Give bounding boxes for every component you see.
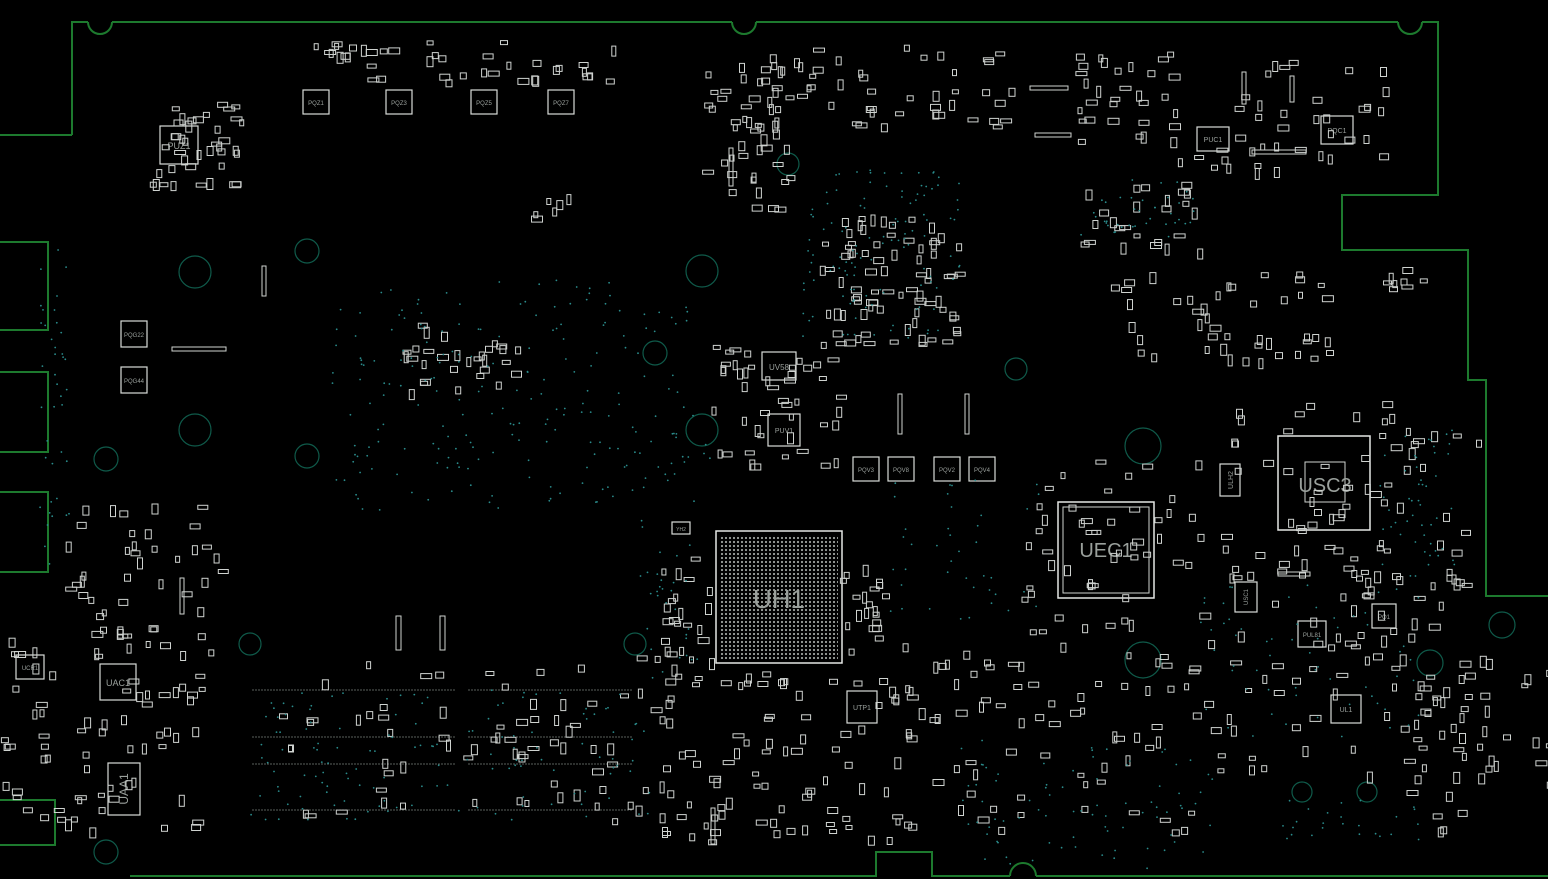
label-pqc1: PQC1 [1327, 128, 1346, 135]
label-puc1: PUC1 [1204, 137, 1223, 144]
label-pqg22: PQG22 [124, 333, 145, 339]
label-utp1: UTP1 [853, 705, 871, 712]
chip-puv1[interactable]: PUV1 [767, 413, 801, 447]
chip-pqz7[interactable]: PQZ7 [547, 89, 575, 115]
chip-usc3[interactable]: USC3 [1277, 435, 1371, 531]
chip-uh1[interactable]: UH1 [715, 530, 843, 664]
label-puz1: PUZ1 [167, 141, 190, 151]
chip-pqv8[interactable]: PQV8 [887, 456, 915, 482]
label-pqv8: PQV8 [893, 468, 910, 474]
label-pqg44: PQG44 [124, 379, 145, 385]
dimm-trace-bands [252, 615, 632, 811]
label-pqz1: PQZ1 [308, 101, 324, 107]
mounting-holes [93, 152, 1516, 865]
chip-utp1[interactable]: UTP1 [846, 690, 878, 724]
board-notch-3 [1397, 21, 1423, 35]
chip-pqg22[interactable]: PQG22 [120, 320, 148, 348]
chip-pqc1[interactable]: PQC1 [1320, 115, 1354, 145]
chip-ucr1[interactable]: UCR1 [15, 654, 45, 680]
chip-pqg44[interactable]: PQG44 [120, 366, 148, 394]
label-pqz7: PQZ7 [553, 101, 569, 107]
label-usc1: USC1 [1244, 588, 1250, 605]
chip-pul81[interactable]: PUL81 [1297, 620, 1327, 648]
chip-pqv2[interactable]: PQV2 [933, 456, 961, 482]
label-pqv2: PQV2 [939, 468, 956, 474]
chip-ul1[interactable]: UL1 [1330, 694, 1362, 724]
label-uh1: UH1 [753, 584, 805, 614]
label-ucr1: UCR1 [22, 666, 39, 672]
chip-ulh2[interactable]: ULH2 [1219, 463, 1241, 497]
smd-components [0, 40, 1548, 846]
chip-yh2[interactable]: YH2 [671, 521, 691, 535]
board-notch-4 [1009, 862, 1037, 877]
chip-usc1[interactable]: USC1 [1234, 581, 1258, 613]
chip-uec1[interactable]: UEC1 [1057, 501, 1155, 599]
label-usc3: USC3 [1298, 475, 1351, 497]
chip-pqz5[interactable]: PQZ5 [470, 89, 498, 115]
board-notch-2 [731, 21, 757, 35]
via-field [39, 169, 1456, 870]
board-notch-1 [87, 21, 113, 35]
chip-pqz3[interactable]: PQZ3 [385, 89, 413, 115]
chip-uac1[interactable]: UAC1 [99, 663, 137, 701]
label-pqz3: PQZ3 [391, 101, 407, 107]
chip-puc1[interactable]: PUC1 [1196, 126, 1230, 152]
chip-uv58[interactable]: UV58 [761, 351, 797, 381]
label-ulh2: ULH2 [1228, 471, 1235, 489]
chip-pqz1[interactable]: PQZ1 [302, 89, 330, 115]
label-uac1: UAC1 [106, 678, 130, 688]
long-pads [171, 71, 1311, 845]
label-yh2: YH2 [676, 527, 686, 533]
label-uv58: UV58 [769, 363, 790, 372]
label-uec1: UEC1 [1079, 540, 1132, 562]
label-ul1: UL1 [1340, 707, 1353, 714]
label-pqv3: PQV3 [858, 468, 875, 474]
label-puv1: PUV1 [775, 428, 793, 435]
label-pul81: PUL81 [1303, 633, 1322, 639]
chip-pqv4[interactable]: PQV4 [968, 456, 996, 482]
label-pqz5: PQZ5 [476, 101, 492, 107]
chip-pqv3[interactable]: PQV3 [852, 456, 880, 482]
label-pqv4: PQV4 [974, 468, 991, 474]
board-outline [0, 21, 1548, 877]
